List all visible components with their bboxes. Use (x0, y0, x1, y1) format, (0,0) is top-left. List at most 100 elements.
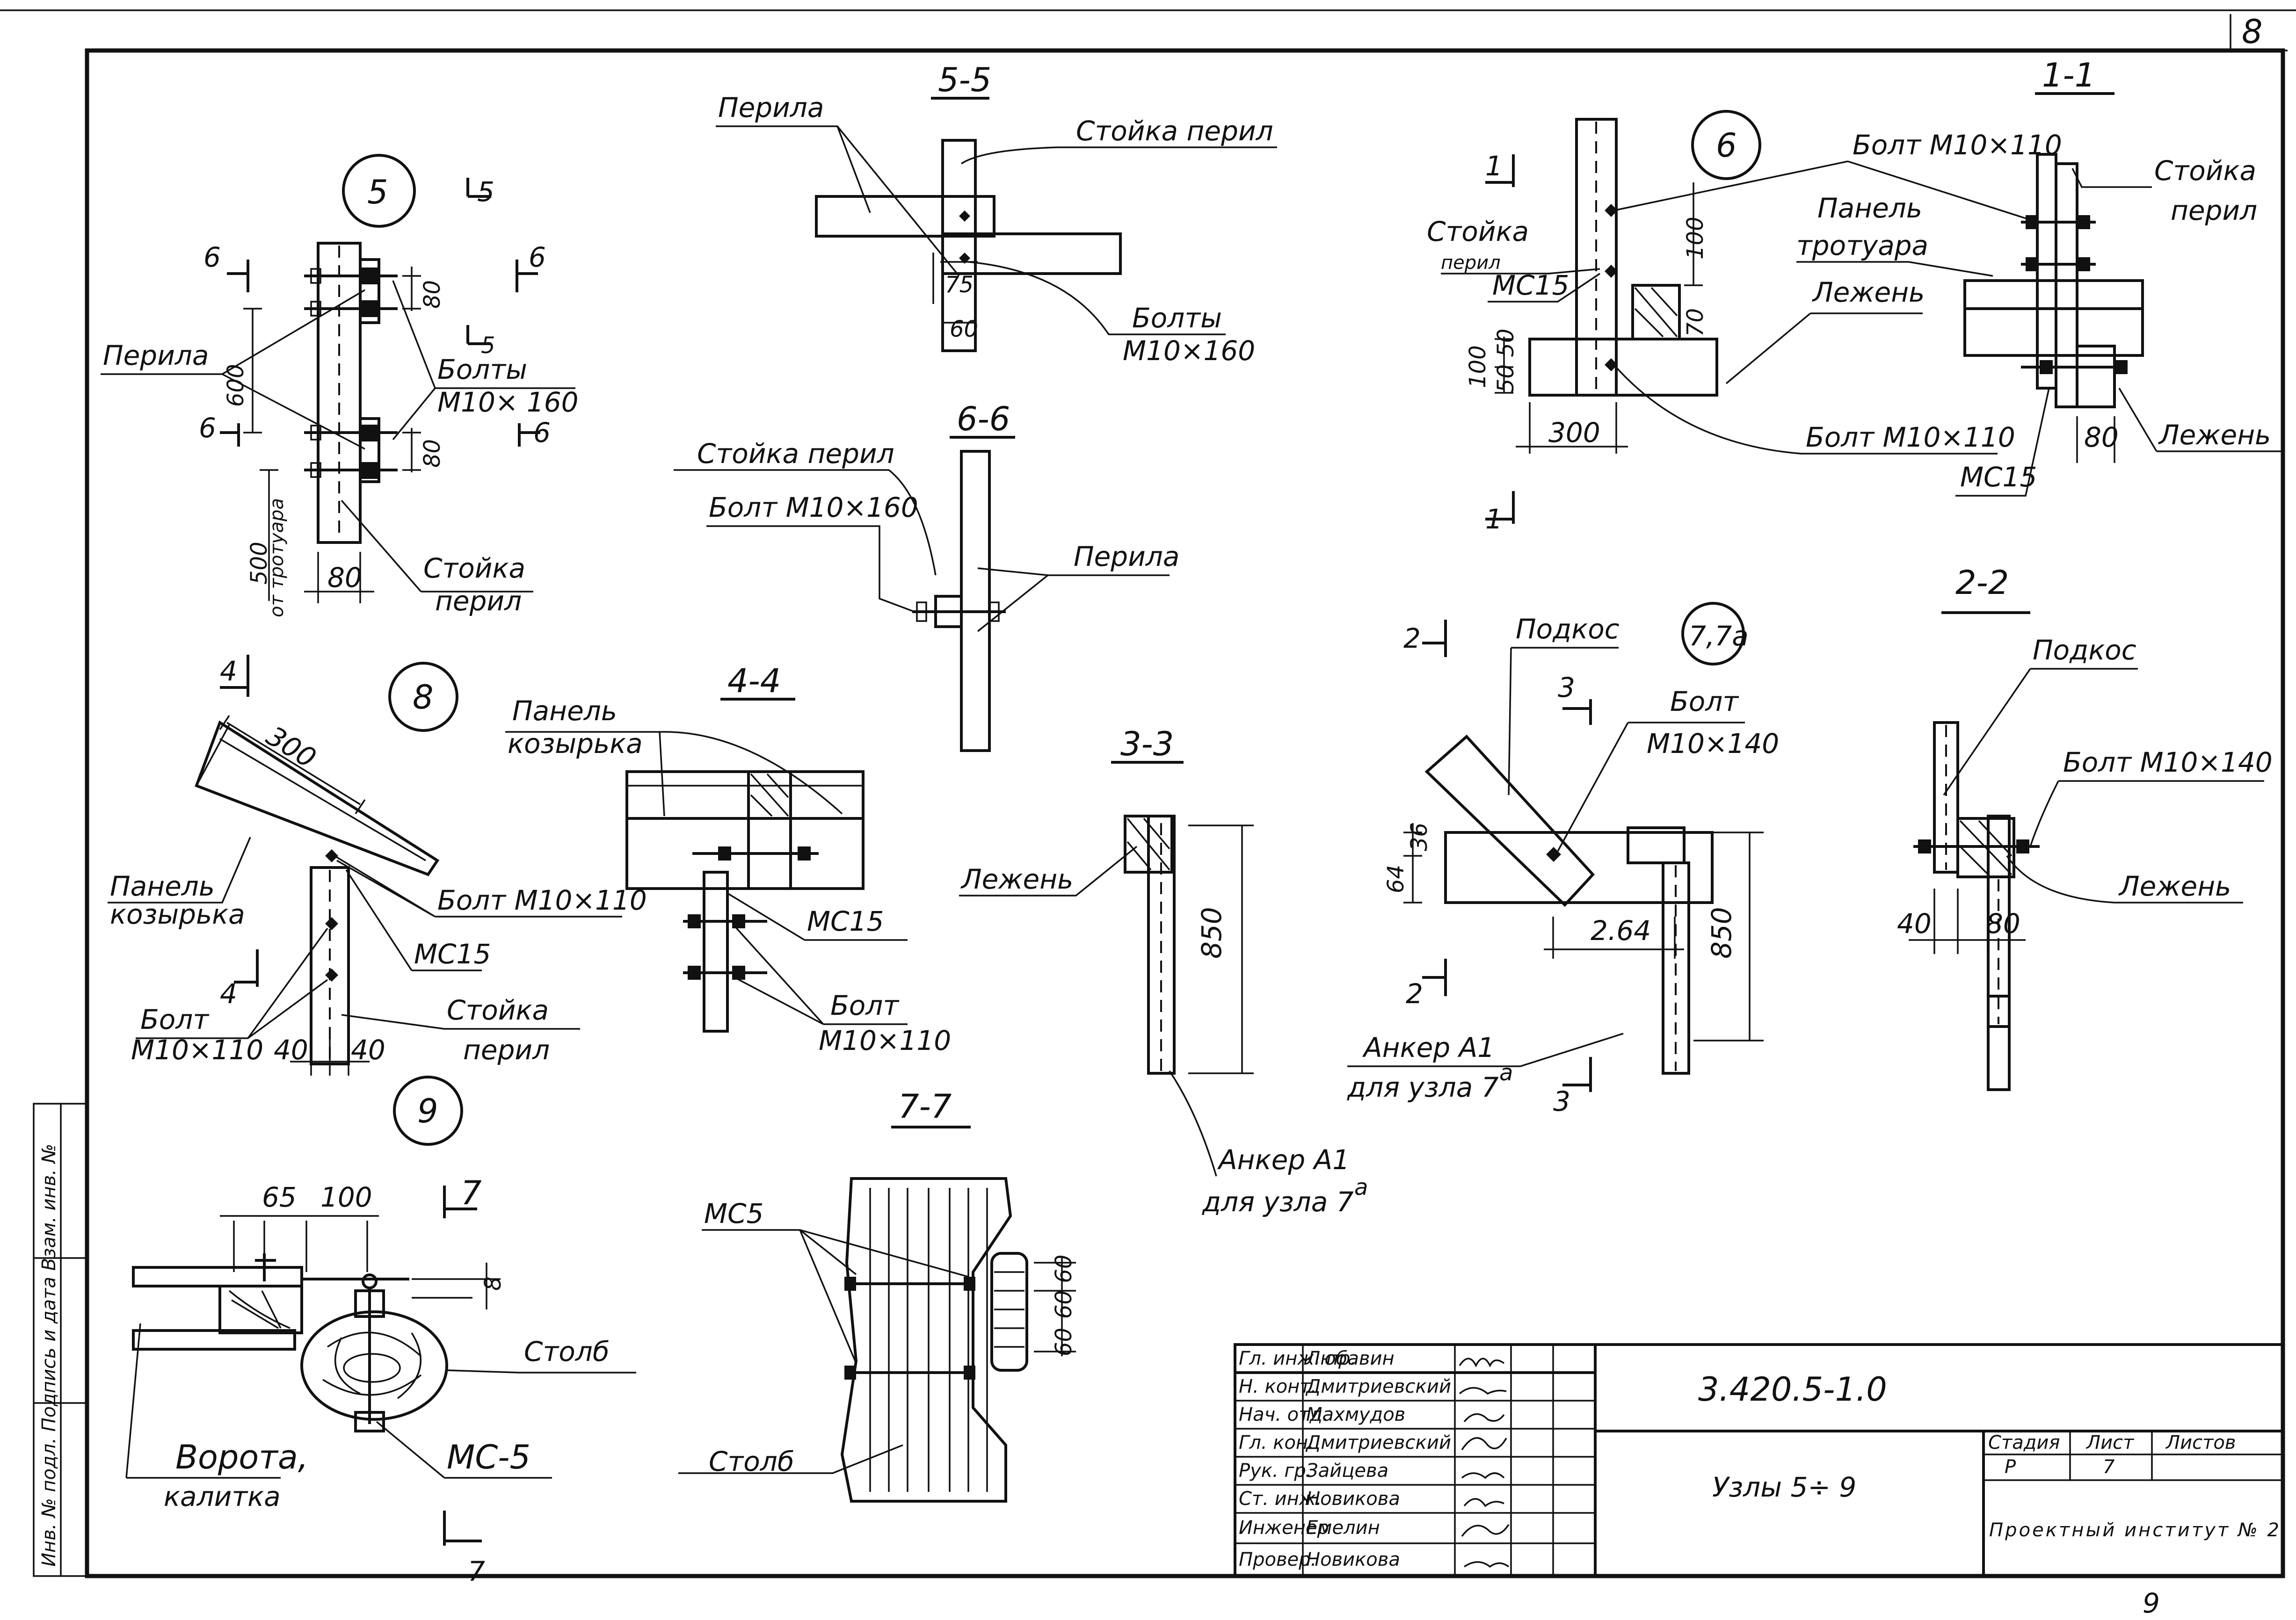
section-7-7: 7-7 60 60 60 МС5 Столб (678, 1087, 1077, 1503)
dim-8: 8 (480, 1276, 506, 1291)
section-3-3-title: 3-3 (1120, 725, 1174, 763)
tb-name-7: Емелин (1306, 1517, 1380, 1539)
label-panel-44: Панель (512, 695, 617, 727)
tb-name-2: Дмитриевский (1305, 1376, 1451, 1397)
dim-80-22: 80 (1986, 908, 2020, 940)
node-7-7a-marker: 7,7а (1689, 620, 1749, 652)
label-mc15-44: МС15 (807, 905, 884, 937)
label-anchor2-33: для узла 7 (1202, 1186, 1354, 1218)
cut-mark-4: 4 (220, 655, 237, 687)
dim-264: 2.64 (1591, 915, 1651, 947)
label-bolt-bot-6: Болт М10×110 (1806, 421, 2015, 453)
cut-mark-4b: 4 (220, 978, 237, 1010)
section-4-4-title: 4-4 (727, 662, 781, 700)
signatures (1459, 1358, 1510, 1568)
node-6: 6 1 1 100 70 100 50 50 300 Стойка перил … (1427, 110, 2062, 535)
tb-organization: Проектный институт № 2 (1989, 1519, 2279, 1541)
tb-name-5: Зайцева (1306, 1460, 1388, 1482)
node-6-marker: 6 (1716, 126, 1737, 165)
dim-300: 300 (1548, 417, 1600, 448)
label-anchor-77a: Анкер А1 (1362, 1032, 1495, 1063)
section-2-2: 2-2 Подкос Болт М10×140 Лежень 40 80 (1897, 564, 2273, 1091)
tb-role-2: Н. конт. (1239, 1376, 1316, 1397)
label-bolt-top-6: Болт М10×110 (1853, 129, 2062, 161)
label-railings-66: Перила (1074, 541, 1179, 572)
section-6-6-title: 6-6 (957, 400, 1010, 438)
tb-role-8: Провер. (1239, 1549, 1316, 1570)
dim-300-8: 300 (261, 720, 322, 774)
label-post: Стойка (423, 552, 525, 584)
tb-stage-header: Стадия (1988, 1432, 2060, 1454)
label-anchor-sup-33: а (1354, 1174, 1368, 1201)
page-number: 9 (2143, 1587, 2160, 1619)
side-stamp: Инв. № подл. Подпись и дата Взам. инв. № (38, 1144, 60, 1567)
dim-36: 36 (1406, 823, 1432, 851)
dim-850-33: 850 (1196, 907, 1228, 959)
cut-mark-6d: 6 (533, 417, 551, 448)
tb-sheets-header: Листов (2165, 1432, 2236, 1454)
section-3-3: 3-3 850 Лежень Анкер А1 для узла 7 а (959, 725, 1368, 1218)
label-panel-6: Панель (1817, 192, 1922, 224)
cut-mark-2b: 2 (1406, 978, 1423, 1010)
label-beam-11: Лежень (2158, 419, 2271, 451)
cut-mark-7b: 7 (468, 1555, 485, 1587)
dim-80-11: 80 (2084, 421, 2119, 453)
label-panel-8: Панель (110, 870, 215, 902)
label-railings: Перила (103, 340, 209, 371)
dim-40-22: 40 (1897, 908, 1932, 940)
label-beam-6: Лежень (1812, 276, 1925, 308)
label-pillar-9: Столб (524, 1336, 610, 1367)
label-post-66: Стойка перил (697, 438, 894, 470)
tb-role-3: Нач. отд. (1239, 1404, 1329, 1425)
label-bolts-size: М10× 160 (437, 386, 579, 418)
dim-50-50: 50 50 (1493, 329, 1519, 393)
cut-mark-7: 7 (461, 1174, 482, 1212)
label-beam-22: Лежень (2118, 870, 2231, 902)
label-gate: Ворота, (175, 1438, 308, 1476)
label-mc15-8: МС15 (414, 938, 491, 970)
section-7-7-title: 7-7 (898, 1087, 952, 1126)
tb-name-6: Новикова (1306, 1488, 1400, 1510)
cut-mark-3: 3 (1558, 672, 1575, 703)
label-pillar-77: Столб (709, 1446, 794, 1477)
section-1-1: 1-1 Стойка перил Лежень 80 (1963, 56, 2283, 463)
dim-80-width: 80 (327, 562, 362, 593)
title-block: Гл. инж. пр. Н. конт. Нач. отд. Гл. кон.… (1234, 1343, 2284, 1577)
corner-number: 8 (2242, 13, 2263, 51)
label-post-6: Стойка (1427, 216, 1529, 247)
tb-drawing-title: Узлы 5÷ 9 (1712, 1471, 1856, 1503)
label-mc5-77: МС5 (704, 1198, 763, 1229)
tb-name-8: Новикова (1306, 1549, 1400, 1570)
label-mc5-9: МС-5 (447, 1438, 530, 1476)
cut-mark-6: 6 (203, 241, 221, 273)
tb-role-7: Инженер (1239, 1517, 1329, 1539)
section-1-1-title: 1-1 (2042, 56, 2095, 94)
tb-name-1: Любавин (1305, 1348, 1395, 1369)
tb-name-3: Махмудов (1306, 1404, 1405, 1425)
label-anchor-33: Анкер А1 (1217, 1144, 1350, 1176)
label-bolt-size-77a: М10×140 (1647, 728, 1779, 759)
dim-100b: 100 (1465, 345, 1491, 388)
node-5: 5 5 6 6 6 6 5 80 80 600 500 от тротуара … (101, 154, 579, 617)
dim-100: 100 (1682, 217, 1708, 260)
section-5-5-title: 5-5 (938, 61, 991, 99)
tb-role-6: Ст. инж. (1239, 1488, 1322, 1510)
cut-mark-5b: 5 (481, 333, 495, 359)
tb-sheet-header: Лист (2085, 1432, 2135, 1454)
label-panel2-8: козырька (110, 898, 245, 930)
dim-65: 65 (262, 1181, 297, 1213)
label-beam-33: Лежень (960, 863, 1073, 895)
tb-sheet: 7 (2103, 1456, 2115, 1478)
sheet-frame: 8 9 Инв. № подл. Подпись и дата Взам. ин… (0, 9, 2296, 1619)
dim-40b: 40 (351, 1034, 385, 1066)
label-post-8: Стойка (447, 994, 549, 1026)
node-7-7a: 7,7а 2 2 3 3 64 36 2.64 850 Подкос Болт … (1347, 602, 1779, 1117)
dim-from-sidewalk: от тротуара (266, 498, 288, 617)
cut-mark-3b: 3 (1553, 1085, 1570, 1117)
node-9: 9 7 7 65 100 8 Столб Ворота, калитка МС-… (125, 1076, 636, 1587)
label-railings-55: Перила (718, 92, 824, 123)
dim-500: 500 (246, 542, 272, 585)
label-bolts-55: Болты (1132, 302, 1222, 334)
cut-mark-6c: 6 (199, 412, 216, 444)
